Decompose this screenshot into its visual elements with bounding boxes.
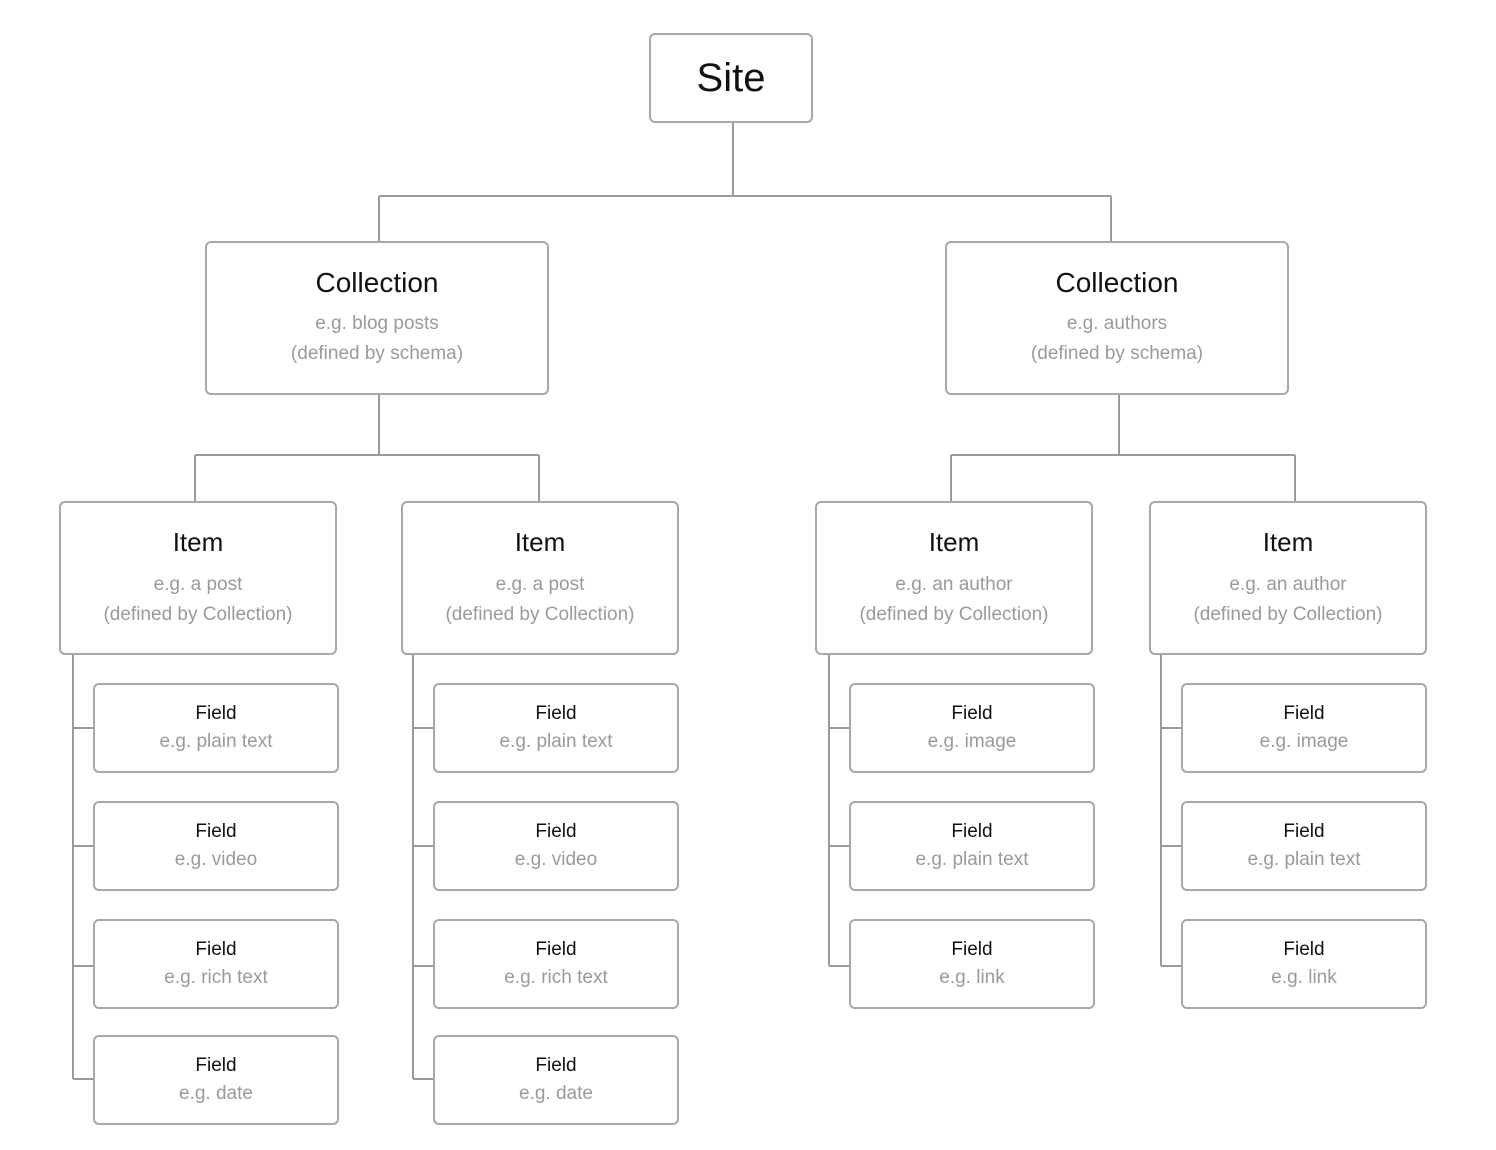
connector-site-collections [378, 122, 1112, 242]
collection-note: (defined by schema) [1030, 343, 1204, 364]
collection-note: (defined by schema) [290, 343, 464, 364]
connector-item-2-2-fields [1160, 654, 1182, 967]
collection-node-blog-posts: Collection e.g. blog posts (defined by s… [205, 241, 549, 395]
field-node: Field e.g. video [433, 801, 679, 891]
field-label: Field [535, 821, 577, 842]
field-label: Field [951, 821, 993, 842]
connector-item-1-1-fields [72, 654, 94, 1080]
item-label: Item [172, 526, 224, 557]
field-label: Field [951, 703, 993, 724]
field-label: Field [535, 939, 577, 960]
collection-label: Collection [315, 267, 439, 298]
item-note: (defined by Collection) [103, 603, 293, 625]
field-node: Field e.g. date [93, 1035, 339, 1125]
item-label: Item [928, 526, 980, 557]
item-note: (defined by Collection) [445, 603, 635, 625]
field-label: Field [195, 939, 237, 960]
field-node: Field e.g. rich text [93, 919, 339, 1009]
field-node: Field e.g. image [1181, 683, 1427, 773]
field-example: e.g. video [514, 849, 598, 870]
collection-example: e.g. blog posts [315, 313, 439, 334]
item-note: (defined by Collection) [1193, 603, 1383, 625]
field-node: Field e.g. rich text [433, 919, 679, 1009]
field-node: Field e.g. link [849, 919, 1095, 1009]
field-example: e.g. plain text [499, 731, 613, 752]
item-example: e.g. an author [895, 573, 1013, 595]
item-label: Item [514, 526, 566, 557]
field-example: e.g. link [939, 967, 1005, 988]
field-label: Field [535, 1055, 577, 1076]
field-label: Field [195, 1055, 237, 1076]
connector-item-2-1-fields [828, 654, 850, 967]
item-node-post-1: Item e.g. a post (defined by Collection) [59, 501, 337, 655]
item-example: e.g. a post [153, 573, 243, 595]
field-node: Field e.g. plain text [1181, 801, 1427, 891]
connector-collection-1-items [194, 394, 540, 502]
field-example: e.g. plain text [159, 731, 273, 752]
field-node: Field e.g. date [433, 1035, 679, 1125]
site-label: Site [696, 55, 766, 100]
field-node: Field e.g. plain text [433, 683, 679, 773]
item-note: (defined by Collection) [859, 603, 1049, 625]
field-example: e.g. plain text [1247, 849, 1361, 870]
site-node: Site [649, 33, 813, 123]
field-node: Field e.g. link [1181, 919, 1427, 1009]
field-label: Field [1283, 703, 1325, 724]
field-example: e.g. plain text [915, 849, 1029, 870]
field-node: Field e.g. plain text [93, 683, 339, 773]
field-example: e.g. image [927, 731, 1017, 752]
field-label: Field [195, 821, 237, 842]
connector-item-1-2-fields [412, 654, 434, 1080]
field-example: e.g. date [179, 1083, 253, 1104]
field-label: Field [535, 703, 577, 724]
field-label: Field [1283, 821, 1325, 842]
collection-example: e.g. authors [1066, 313, 1168, 334]
field-example: e.g. link [1271, 967, 1337, 988]
field-label: Field [1283, 939, 1325, 960]
field-node: Field e.g. plain text [849, 801, 1095, 891]
field-example: e.g. video [174, 849, 258, 870]
item-node-author-2: Item e.g. an author (defined by Collecti… [1149, 501, 1427, 655]
field-label: Field [195, 703, 237, 724]
item-node-post-2: Item e.g. a post (defined by Collection) [401, 501, 679, 655]
field-example: e.g. image [1259, 731, 1349, 752]
item-label: Item [1262, 526, 1314, 557]
item-example: e.g. a post [495, 573, 585, 595]
field-node: Field e.g. video [93, 801, 339, 891]
field-node: Field e.g. image [849, 683, 1095, 773]
connector-collection-2-items [950, 394, 1296, 502]
collection-label: Collection [1055, 267, 1179, 298]
item-example: e.g. an author [1229, 573, 1347, 595]
field-example: e.g. date [519, 1083, 593, 1104]
field-example: e.g. rich text [504, 967, 608, 988]
collection-node-authors: Collection e.g. authors (defined by sche… [945, 241, 1289, 395]
item-node-author-1: Item e.g. an author (defined by Collecti… [815, 501, 1093, 655]
field-label: Field [951, 939, 993, 960]
field-example: e.g. rich text [164, 967, 268, 988]
